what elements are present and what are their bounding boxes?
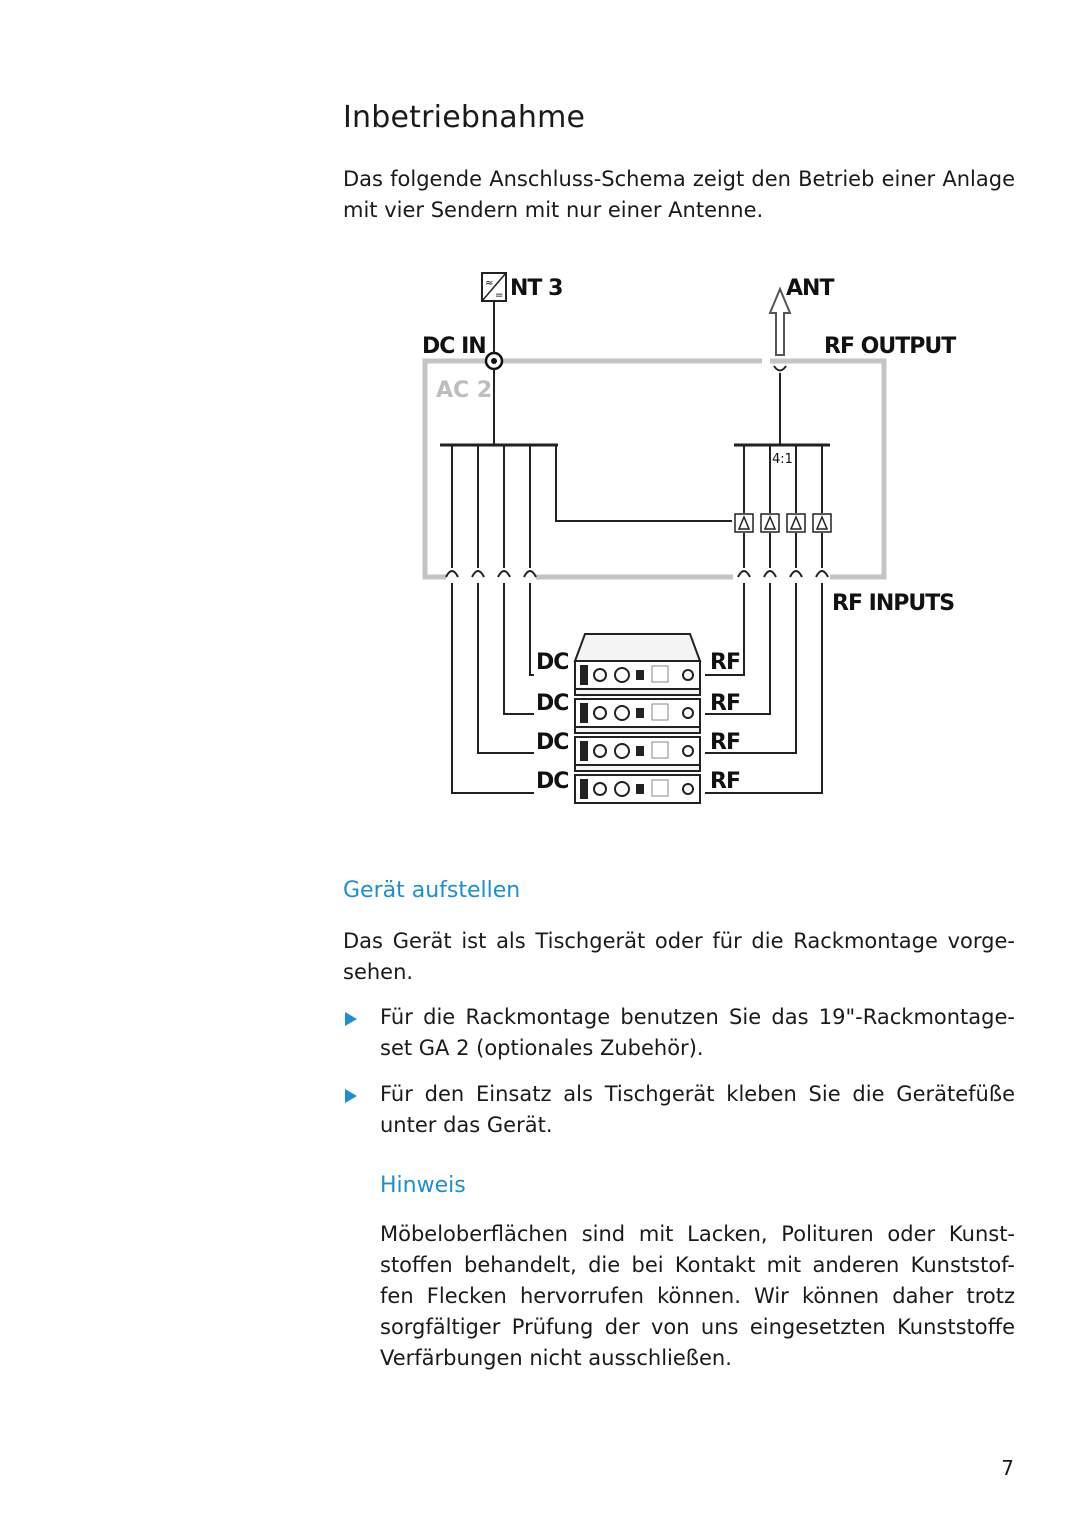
device-rf-label: RF [710,691,740,716]
device-dc-label: DC [536,769,568,794]
nt3-label: NT 3 [510,276,562,301]
booster-frame [422,358,887,580]
section-title: Gerät aufstellen [343,878,521,903]
device-1 [573,633,702,690]
intro-paragraph: Das folgende Anschluss-Schema zeigt den … [343,167,1015,222]
bullet-item-rack: Für die Rackmontage benutzen Sie das 19"… [380,1005,1015,1060]
device-dc-label: DC [536,730,568,755]
bullet-arrow-icon [345,1012,357,1026]
antenna-icon [768,286,792,356]
section-paragraph: Das Gerät ist als Tischgerät oder für di… [343,929,1015,984]
rf-output-label: RF OUTPUT [824,334,956,359]
power-supply-icon: ≈ = [481,272,507,302]
device-rf-label: RF [710,730,740,755]
device-rf-label: RF [710,650,740,675]
ac2-label: AC 2 [436,378,492,403]
svg-text:≈: ≈ [485,278,493,289]
amplifier-icons [734,513,832,533]
bullet-arrow-icon [345,1089,357,1103]
bullet-item-table: Für den Einsatz als Tischgerät kleben Si… [380,1082,1015,1137]
dc-in-socket-icon [484,351,504,371]
connection-diagram: ≈ = NT 3 DC IN AC 2 ANT RF OUTPUT 4:1 [422,272,957,804]
svg-text:=: = [495,290,503,301]
device-3 [574,726,701,766]
note-title: Hinweis [380,1173,466,1198]
device-stack [573,633,702,804]
device-4 [574,764,701,804]
device-rf-label: RF [710,769,740,794]
note-paragraph: Möbeloberflächen sind mit Lacken, Politu… [380,1222,1015,1370]
page-number: 7 [1001,1456,1014,1480]
device-dc-label: DC [536,691,568,716]
ant-label: ANT [786,276,834,301]
device-2 [574,688,701,728]
device-dc-label: DC [536,650,568,675]
dc-in-label: DC IN [422,334,486,359]
page-title: Inbetriebnahme [343,100,586,135]
rf-inputs-label: RF INPUTS [832,591,954,616]
splitter-ratio-label: 4:1 [772,452,793,467]
